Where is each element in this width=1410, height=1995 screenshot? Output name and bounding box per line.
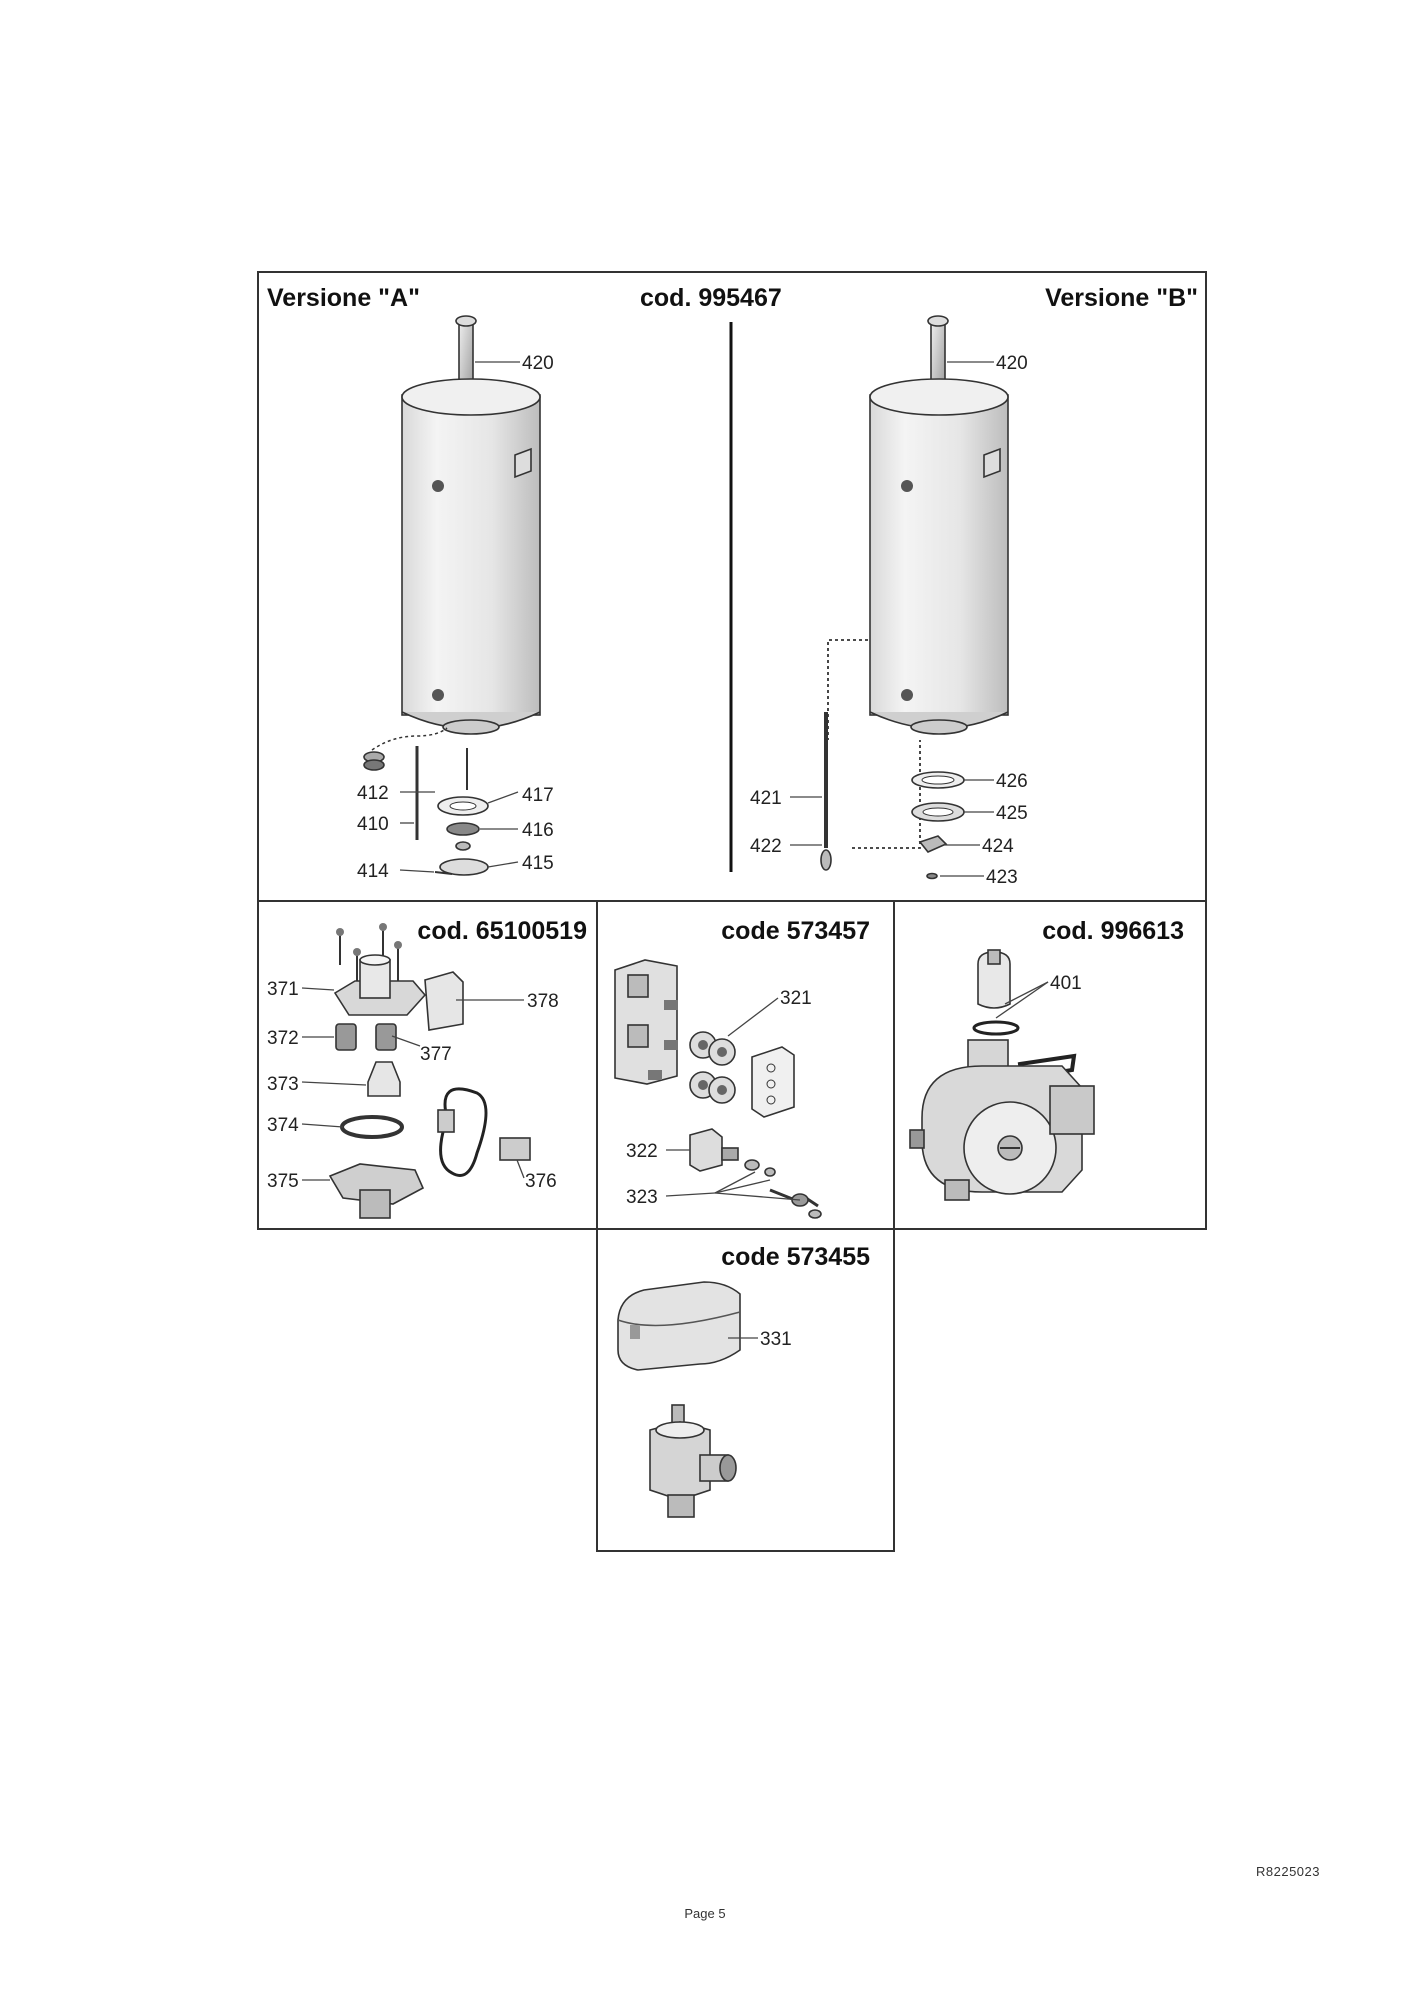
label-322: 322: [626, 1141, 658, 1162]
tank-a-leaders: [399, 361, 520, 873]
label-401: 401: [1050, 973, 1082, 994]
label-412: 412: [357, 783, 389, 804]
label-425: 425: [996, 803, 1028, 824]
page-number: Page 5: [684, 1906, 726, 1921]
label-416: 416: [522, 820, 554, 841]
valve-kit-code: cod. 65100519: [417, 917, 587, 945]
valve-kit-leaders: [301, 987, 525, 1181]
version-a-title: Versione "A": [267, 284, 420, 312]
label-417: 417: [522, 785, 554, 806]
tank-b-leaders: [790, 361, 994, 877]
label-424: 424: [982, 836, 1014, 857]
label-420-a: 420: [522, 353, 554, 374]
valve-kit-labels: 371 372 373 374 375 378 377 376: [267, 979, 559, 1192]
label-421: 421: [750, 788, 782, 809]
solenoid-drawing: [614, 959, 822, 1219]
label-372: 372: [267, 1028, 299, 1049]
solenoid-code: code 573457: [721, 917, 870, 945]
label-422: 422: [750, 836, 782, 857]
label-371: 371: [267, 979, 299, 1000]
label-375: 375: [267, 1171, 299, 1192]
label-426: 426: [996, 771, 1028, 792]
label-423: 423: [986, 867, 1018, 888]
label-414: 414: [357, 861, 389, 882]
label-321: 321: [780, 988, 812, 1009]
version-b-title: Versione "B": [1045, 284, 1198, 312]
label-410: 410: [357, 814, 389, 835]
label-323: 323: [626, 1187, 658, 1208]
label-373: 373: [267, 1074, 299, 1095]
pump-panel-frame: [893, 900, 1207, 1230]
actuator-code: code 573455: [721, 1243, 870, 1271]
drawing-reference: R8225023: [1256, 1864, 1320, 1879]
valve-kit-drawing: [328, 923, 531, 1219]
pump-leaders: [995, 981, 1049, 1019]
label-415: 415: [522, 853, 554, 874]
tank-b-drawing: [820, 315, 1009, 880]
solenoid-labels: 321 322 323: [626, 988, 812, 1208]
actuator-labels: 331: [760, 1329, 792, 1350]
pump-drawing: [909, 949, 1095, 1201]
label-378: 378: [527, 991, 559, 1012]
tank-a-drawing: [363, 315, 541, 876]
actuator-panel-frame: [596, 1228, 895, 1552]
label-420-b: 420: [996, 353, 1028, 374]
pump-code: cod. 996613: [1042, 917, 1184, 945]
tank-a-labels: 420 412 410 414 417 416 415: [357, 353, 554, 882]
label-331: 331: [760, 1329, 792, 1350]
solenoid-leaders: [665, 997, 801, 1201]
actuator-drawing: [617, 1281, 741, 1518]
label-376: 376: [525, 1171, 557, 1192]
pump-labels: 401: [1050, 973, 1082, 994]
tank-b-labels: 420 421 422 426 425 424 423: [750, 353, 1028, 888]
label-377: 377: [420, 1044, 452, 1065]
label-374: 374: [267, 1115, 299, 1136]
top-code: cod. 995467: [640, 284, 782, 312]
